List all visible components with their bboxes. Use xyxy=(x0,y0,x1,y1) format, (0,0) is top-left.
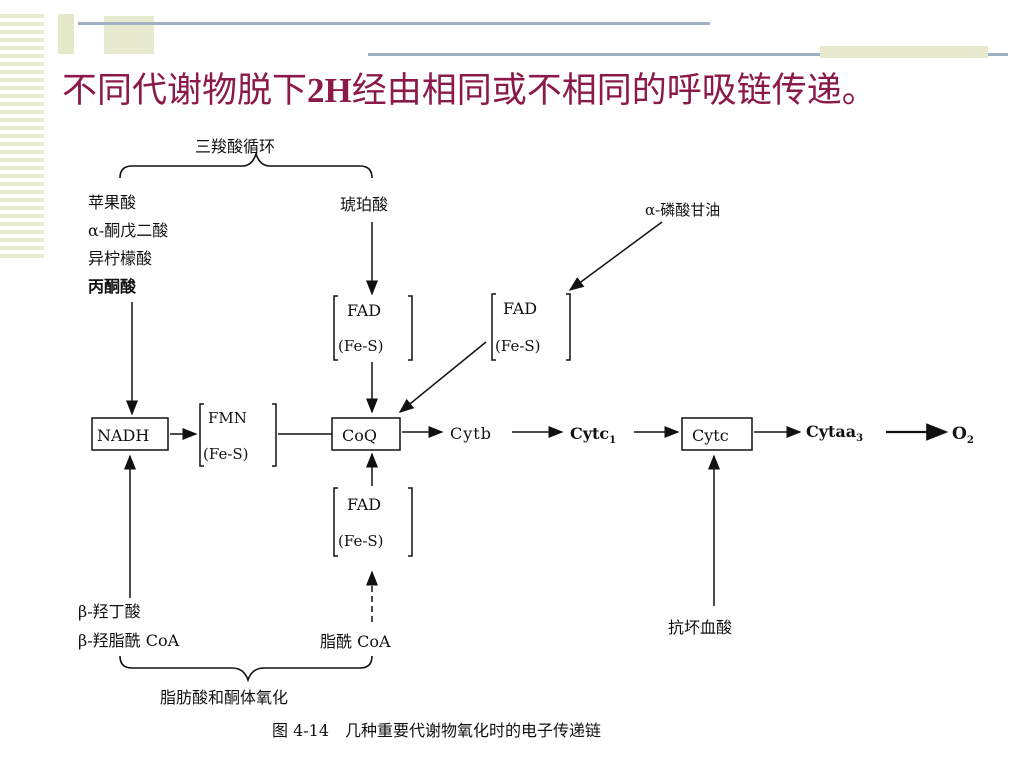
decor-block-3 xyxy=(820,46,988,58)
left-substrate-2: α-酮戊二酸 xyxy=(88,221,168,240)
figure-caption: 图 4-14 几种重要代谢物氧化时的电子传递链 xyxy=(272,721,601,740)
decor-line-top xyxy=(78,22,710,25)
succinate-label: 琥珀酸 xyxy=(340,195,388,214)
cytc-label: Cytc xyxy=(692,426,729,445)
o2-label: O2 xyxy=(952,424,974,446)
left-substrate-4: 丙酮酸 xyxy=(88,277,137,296)
fad-right-bracket-left xyxy=(491,293,496,361)
left-substrate-1: 苹果酸 xyxy=(88,193,136,212)
coq-box xyxy=(331,417,401,451)
bottom-group-label: 脂肪酸和酮体氧化 xyxy=(160,688,288,707)
coq-label: CoQ xyxy=(342,426,377,445)
top-brace xyxy=(119,151,373,179)
bottom-left-substrate-2: β-羟脂酰 CoA xyxy=(78,631,180,650)
cytb-label: Cytb xyxy=(450,424,492,443)
fes-right-label: (Fe-S) xyxy=(495,337,541,355)
decor-stripes xyxy=(0,14,44,258)
fmn-label: FMN xyxy=(208,409,247,427)
arrow-glycerophosphate-to-fad xyxy=(568,221,663,291)
fes-bottom-label: (Fe-S) xyxy=(338,532,384,550)
fad-bottom-label: FAD xyxy=(347,495,381,514)
fad-bottom-bracket-left xyxy=(333,487,338,557)
fmn-bracket-left xyxy=(199,403,204,467)
fmn-bracket-right xyxy=(272,403,277,467)
fad-top-label: FAD xyxy=(347,301,381,320)
fad-top-bracket-left xyxy=(333,295,338,361)
fad-right-label: FAD xyxy=(503,299,537,318)
bottom-brace xyxy=(119,655,373,683)
top-group-label: 三羧酸循环 xyxy=(195,137,275,156)
left-substrate-3: 异柠檬酸 xyxy=(88,249,152,268)
antimycin-label: 抗坏血酸 xyxy=(668,618,732,637)
fes-top-label: (Fe-S) xyxy=(338,337,384,355)
glycerophosphate-label: α-磷酸甘油 xyxy=(645,201,720,219)
cytc1-label: Cytc1 xyxy=(570,424,616,446)
fes-fmn-label: (Fe-S) xyxy=(203,445,249,463)
fad-bottom-bracket-right xyxy=(408,487,413,557)
cytaa3-label: Cytaa3 xyxy=(806,422,863,444)
slide-title: 不同代谢物脱下2H经由相同或不相同的呼吸链传递。 xyxy=(62,71,877,111)
fad-right-bracket-right xyxy=(566,293,571,361)
decor-line-mid xyxy=(368,53,1008,56)
fad-top-bracket-right xyxy=(408,295,413,361)
arrow-fad-right-to-coq xyxy=(398,341,487,413)
nadh-box xyxy=(91,417,169,451)
nadh-label: NADH xyxy=(97,426,149,445)
bottom-left-substrate-1: β-羟丁酸 xyxy=(78,602,141,621)
decor-block-1 xyxy=(58,14,74,54)
acylcoa-label: 脂酰 CoA xyxy=(320,632,391,651)
cytc-box xyxy=(681,417,753,451)
